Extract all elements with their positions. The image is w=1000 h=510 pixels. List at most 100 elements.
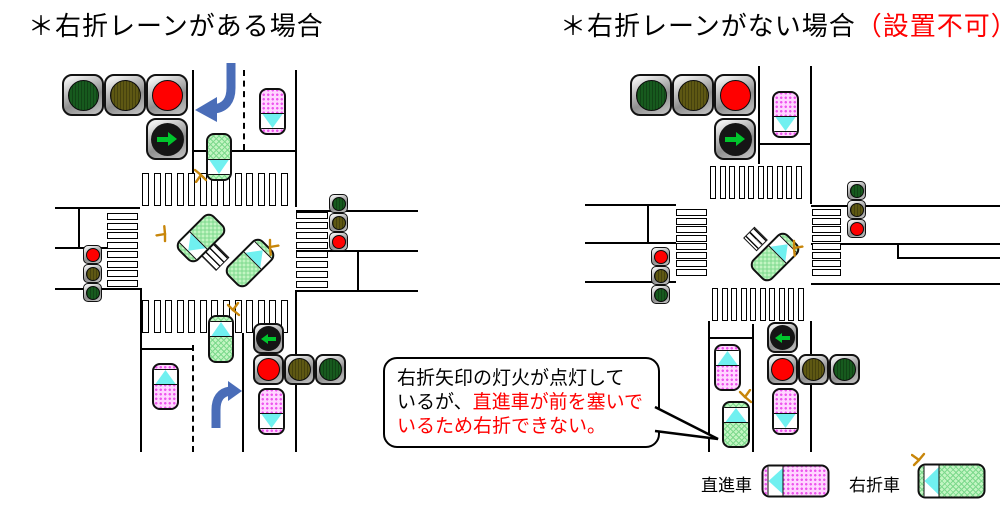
crosswalk-bar bbox=[812, 268, 841, 276]
crosswalk-bar bbox=[710, 166, 716, 199]
crosswalk-bar bbox=[107, 222, 138, 230]
signal-module bbox=[253, 354, 284, 385]
road-line bbox=[708, 321, 710, 452]
red-lamp-lit bbox=[653, 249, 668, 264]
signal-module bbox=[847, 181, 866, 200]
signal-module bbox=[651, 266, 670, 285]
crosswalk-bar bbox=[812, 217, 841, 225]
traffic-light-side-west bbox=[651, 247, 670, 304]
straight-car bbox=[714, 344, 741, 391]
right-turn-arrow-signal bbox=[146, 118, 188, 160]
signal-module bbox=[847, 219, 866, 238]
crosswalk-bar bbox=[812, 260, 841, 268]
lane-line bbox=[585, 242, 676, 244]
crosswalk-bar bbox=[721, 288, 728, 321]
green-lamp-off bbox=[635, 79, 667, 111]
center-line bbox=[752, 324, 754, 452]
crosswalk-bar bbox=[153, 300, 161, 333]
traffic-light-side-east bbox=[847, 181, 866, 238]
car-windshield bbox=[724, 407, 748, 423]
crosswalk-bar bbox=[199, 300, 207, 333]
lane-connector-line bbox=[357, 250, 359, 291]
turn-signal-icon bbox=[268, 238, 280, 256]
signal-module bbox=[630, 74, 672, 116]
road-line bbox=[585, 204, 676, 206]
car-windshield bbox=[716, 350, 739, 366]
callout-text-red: 直進車が前を塞いで bbox=[472, 392, 644, 413]
crosswalk-bar bbox=[107, 213, 138, 220]
stop-line bbox=[708, 337, 753, 339]
crosswalk-bar bbox=[812, 234, 841, 242]
legend-right-turn-car bbox=[917, 463, 986, 499]
right-turn-arrow-signal bbox=[714, 118, 756, 160]
turn-signal-icon bbox=[193, 168, 208, 183]
yellow-lamp-off bbox=[677, 79, 709, 111]
arrow-disc bbox=[150, 122, 184, 156]
traffic-light-main-top-right bbox=[630, 74, 756, 116]
turn-path-arrow-icon bbox=[211, 381, 242, 428]
crosswalk-bar bbox=[280, 173, 288, 206]
crosswalk-bar bbox=[107, 241, 138, 249]
signal-module bbox=[83, 283, 102, 302]
green-lamp-off bbox=[319, 358, 342, 381]
crosswalk-bar bbox=[786, 166, 793, 199]
car-windshield bbox=[210, 321, 232, 337]
red-lamp-lit bbox=[849, 221, 864, 236]
lane-connector-line bbox=[647, 204, 649, 244]
crosswalk-bar bbox=[719, 166, 726, 199]
crosswalk-bar bbox=[767, 166, 774, 199]
road-line bbox=[810, 66, 812, 204]
crosswalk-bar bbox=[296, 231, 328, 239]
callout-line-3: いるため右折できない。 bbox=[397, 416, 607, 437]
car-windshield bbox=[923, 465, 940, 497]
car-windshield bbox=[179, 231, 208, 260]
right-diagram-title: ＊右折レーンがない場合（設置不可） bbox=[560, 6, 1000, 43]
straight-car bbox=[772, 388, 799, 435]
arrow-disc bbox=[256, 326, 281, 351]
yellow-lamp-off bbox=[849, 202, 864, 217]
crosswalk-bar bbox=[153, 173, 161, 206]
crosswalk-bar bbox=[759, 288, 766, 321]
road-line bbox=[295, 70, 297, 207]
signal-module bbox=[767, 354, 798, 385]
legend-straight-label: 直進車 bbox=[701, 476, 752, 495]
road-line bbox=[55, 207, 140, 209]
green-lamp-off bbox=[67, 79, 99, 111]
red-lamp-lit bbox=[771, 358, 794, 381]
crosswalk-bar bbox=[812, 209, 841, 216]
signal-module bbox=[83, 264, 102, 283]
callout-text-black: いるが、 bbox=[397, 392, 473, 413]
road-line bbox=[811, 283, 1000, 285]
callout-bubble: 右折矢印の灯火が点灯して いるが、直進車が前を塞いで いるため右折できない。 bbox=[383, 357, 660, 448]
crosswalk-bar bbox=[757, 166, 764, 199]
crosswalk-bar bbox=[812, 251, 841, 259]
crosswalk bbox=[712, 288, 804, 321]
road-line bbox=[140, 288, 142, 452]
yellow-lamp-off bbox=[653, 268, 668, 283]
crosswalk-bar bbox=[676, 251, 707, 259]
car-windshield bbox=[208, 159, 230, 175]
road-line bbox=[758, 66, 760, 164]
windshield-triangle-icon bbox=[925, 467, 939, 494]
crosswalk-bar bbox=[738, 166, 745, 199]
windshield-triangle-icon bbox=[775, 414, 795, 428]
right-turn-car-blocked bbox=[722, 401, 750, 448]
crosswalk-bar bbox=[296, 271, 328, 279]
green-lamp-off bbox=[653, 287, 668, 302]
signal-module bbox=[104, 74, 146, 116]
road-line bbox=[811, 205, 1000, 207]
crosswalk-bar bbox=[257, 173, 265, 206]
car-windshield bbox=[260, 413, 283, 429]
turn-signal-icon bbox=[155, 225, 167, 243]
crosswalk-bar bbox=[246, 300, 254, 333]
crosswalk-bar bbox=[740, 288, 747, 321]
yellow-lamp-off bbox=[802, 358, 825, 381]
crosswalk-bar bbox=[776, 166, 783, 199]
callout-tail bbox=[654, 405, 719, 441]
signal-module bbox=[767, 322, 798, 353]
turn-path-arrow-icon bbox=[195, 63, 236, 122]
crosswalk-bar bbox=[107, 260, 138, 268]
red-lamp-lit bbox=[151, 79, 183, 111]
traffic-light-main-top-left bbox=[62, 74, 188, 116]
crosswalk-bar bbox=[748, 166, 755, 199]
